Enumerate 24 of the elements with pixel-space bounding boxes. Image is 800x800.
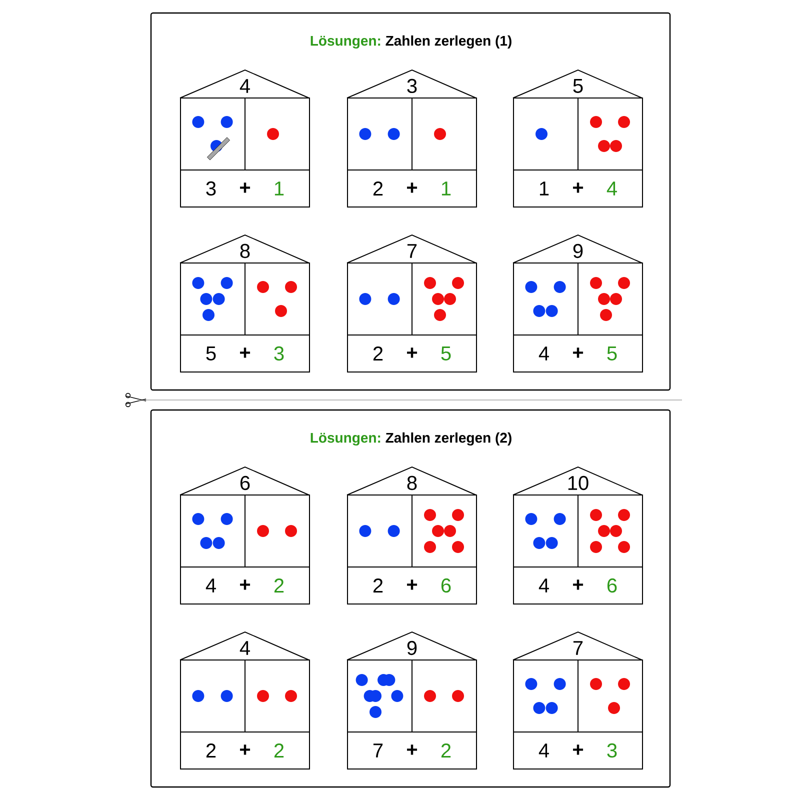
number-house: 9 4 + 5: [512, 234, 643, 372]
number-house: 8 2 + 6: [346, 466, 477, 604]
number-house: 3 2 + 1: [346, 69, 477, 208]
node-label: 10: [568, 476, 588, 490]
number-house: 4 3 + 1: [180, 69, 310, 208]
node-label: 8: [407, 476, 417, 490]
number-house: 5 1 + 4: [512, 69, 643, 208]
node-label: 8: [240, 244, 250, 258]
node-label: 3: [407, 78, 417, 94]
node-label: 6: [240, 476, 250, 490]
number-house: 4 2 + 2: [180, 631, 310, 770]
node-label: 5: [573, 79, 583, 93]
node-label: 4: [240, 79, 250, 93]
number-house: 7 4 + 3: [512, 631, 643, 770]
node-label: 9: [573, 244, 583, 258]
number-house: 10 4 + 6: [512, 466, 643, 604]
number-house: 6 4 + 2: [180, 466, 310, 604]
node-label: 4: [240, 641, 250, 655]
node-label: 7: [407, 244, 417, 258]
node-label: 7: [573, 641, 583, 655]
node-label: 9: [407, 640, 417, 656]
number-house: 8 5 + 3: [180, 234, 310, 372]
number-house: 9 7 + 2: [346, 631, 477, 770]
number-house: 7 2 + 5: [346, 234, 477, 372]
